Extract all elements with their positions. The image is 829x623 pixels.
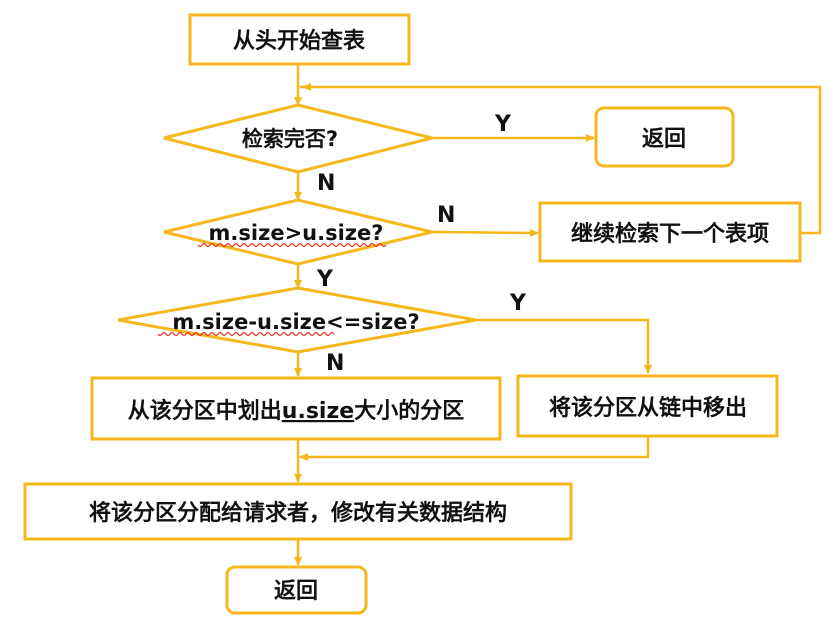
node-remove-from-chain: 将该分区从链中移出 — [516, 374, 779, 438]
edge-size-diff-yes — [476, 318, 652, 374]
node-start: 从头开始查表 — [188, 13, 411, 66]
node-next-entry: 继续检索下一个表项 — [538, 201, 802, 263]
node-next-entry-label: 继续检索下一个表项 — [571, 221, 769, 247]
edge-remove-merge — [299, 436, 650, 461]
node-size-diff-label: m.size-u.size<=size? — [172, 310, 419, 334]
label-search-done-yes: Y — [494, 112, 512, 137]
spellcheck-underline-1 — [197, 242, 387, 248]
node-search-done: 检索完否? — [163, 103, 433, 174]
edge-loop-back — [300, 85, 822, 235]
edges — [294, 64, 822, 566]
node-return-2-label: 返回 — [274, 579, 318, 604]
node-return-1: 返回 — [594, 106, 735, 168]
node-size-gt: m.size>u.size? — [163, 198, 433, 266]
node-size-diff: m.size-u.size<=size? — [117, 286, 477, 354]
node-allocate: 将该分区分配给请求者，修改有关数据结构 — [23, 482, 573, 541]
node-split-partition-label: 从该分区中划出u.size大小的分区 — [128, 398, 464, 424]
edge-labels: Y N N Y Y N — [316, 112, 527, 376]
node-return-1-label: 返回 — [642, 127, 686, 152]
label-search-done-no: N — [317, 171, 335, 196]
spellcheck-underline-2 — [157, 331, 335, 337]
split-partition-var: u.size — [282, 399, 354, 424]
node-split-partition: 从该分区中划出u.size大小的分区 — [90, 376, 502, 441]
node-search-done-label: 检索完否? — [242, 127, 338, 151]
node-start-label: 从头开始查表 — [233, 28, 366, 54]
node-size-gt-label: m.size>u.size? — [209, 221, 384, 245]
node-remove-from-chain-label: 将该分区从链中移出 — [549, 395, 747, 421]
label-size-gt-no: N — [437, 203, 455, 228]
label-size-diff-no: N — [326, 351, 344, 376]
node-allocate-label: 将该分区分配给请求者，修改有关数据结构 — [89, 500, 507, 526]
edge-size-gt-no — [431, 228, 539, 237]
label-size-gt-yes: Y — [316, 267, 334, 292]
label-size-diff-yes: Y — [509, 291, 527, 316]
node-return-2: 返回 — [225, 565, 368, 615]
